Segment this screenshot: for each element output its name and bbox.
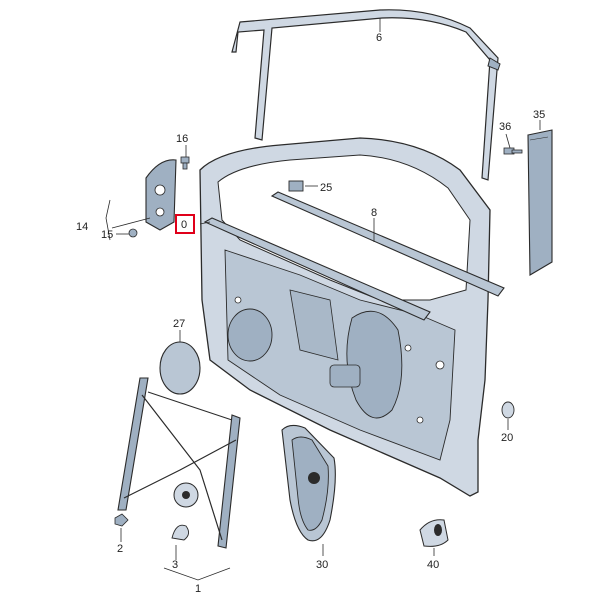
callout-27: 27 [173,318,185,330]
callout-3: 3 [172,559,178,571]
round-cover-part [159,341,201,395]
clip-part-25 [288,180,304,192]
window-frame-trim-part [231,9,501,181]
callout-0: 0 [181,219,187,231]
tape-roll-part [419,519,449,547]
callout-2: 2 [117,543,123,555]
screw-part-36 [503,147,523,155]
clip-part-3 [171,524,189,541]
nut-part-2 [114,513,129,527]
callout-14: 14 [76,221,88,233]
screw-part-16 [180,156,190,170]
callout-16: 16 [176,133,188,145]
callout-8: 8 [371,207,377,219]
speaker-housing-part [281,424,336,542]
callout-6: 6 [376,32,382,44]
callout-36: 36 [499,121,511,133]
callout-1: 1 [195,583,201,595]
mirror-mount-cover-part [145,159,177,231]
callout-35: 35 [533,109,545,121]
callout-15: 15 [101,229,113,241]
plug-part-20 [501,401,515,419]
callout-30: 30 [316,559,328,571]
inner-seal-strip-part [203,217,431,321]
screw-part-15 [128,228,138,238]
highlight-box [175,214,195,234]
callout-25: 25 [320,182,332,194]
callout-40: 40 [427,559,439,571]
callout-20: 20 [501,432,513,444]
window-seal-strip-part [270,191,505,297]
window-regulator-part [117,377,241,549]
pillar-trim-part [527,129,553,276]
door-shell-part [199,137,491,497]
leader-lines [105,18,541,581]
